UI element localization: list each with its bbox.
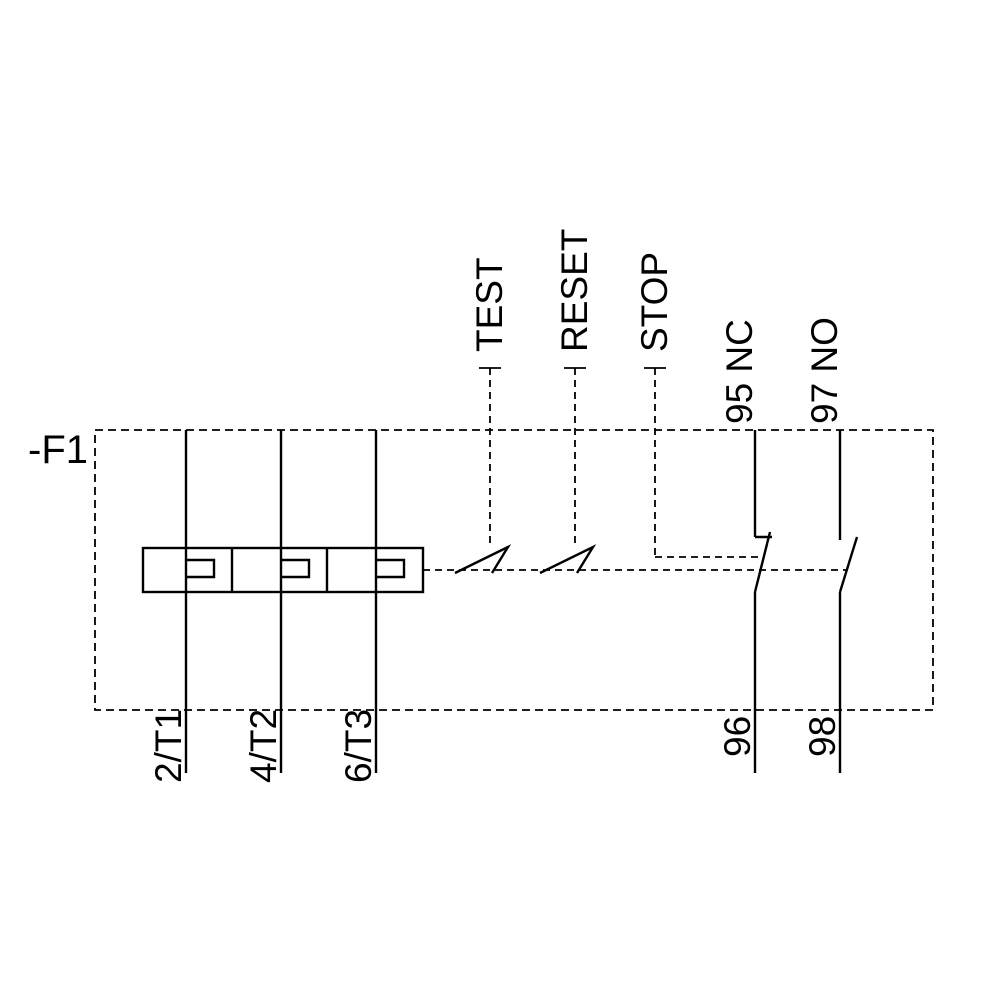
- no-contact-97-98: 97 NO 98: [802, 317, 859, 773]
- heater-notch-2: [281, 558, 311, 579]
- pole-terminal-label-3: 6/T3: [338, 709, 379, 783]
- reset-control: RESET: [539, 229, 597, 575]
- no-top-terminal-label: 97 NO: [804, 317, 845, 424]
- no-contact-blade: [838, 536, 859, 593]
- reset-actuator-wedge: [539, 544, 597, 575]
- test-label: TEST: [469, 257, 510, 352]
- power-poles: 2/T1 4/T2 6/T3: [148, 430, 379, 783]
- test-control: TEST: [454, 257, 512, 575]
- nc-contact-95-96: 95 NC 96: [717, 319, 772, 773]
- device-label: -F1: [28, 428, 88, 472]
- reset-label: RESET: [554, 229, 595, 352]
- pole-terminal-label-2: 4/T2: [243, 709, 284, 783]
- heater-notch-1: [186, 558, 216, 579]
- no-bottom-terminal-label: 98: [802, 716, 843, 757]
- test-actuator-wedge: [454, 544, 512, 575]
- relay-boundary: [94, 429, 934, 711]
- nc-contact-blade: [753, 531, 772, 593]
- nc-top-terminal-label: 95 NC: [719, 319, 760, 424]
- pole-terminal-label-1: 2/T1: [148, 709, 189, 783]
- nc-bottom-terminal-label: 96: [717, 716, 758, 757]
- stop-control: STOP: [634, 252, 760, 558]
- stop-label: STOP: [634, 252, 675, 352]
- boundary-dashed-rect: [94, 429, 934, 711]
- heater-notch-3: [376, 558, 406, 579]
